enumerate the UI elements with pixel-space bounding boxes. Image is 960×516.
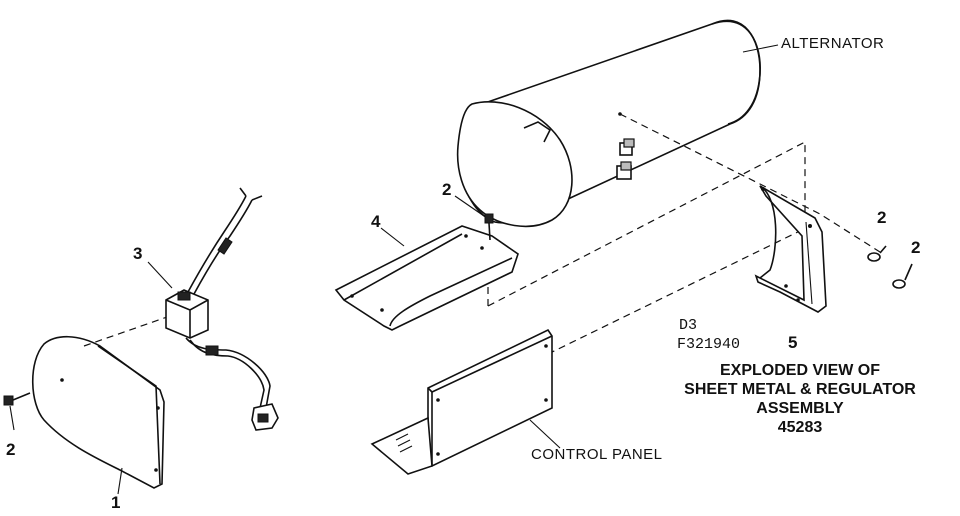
callout-5: 5	[788, 333, 798, 352]
title-line-1: EXPLODED VIEW OF	[719, 362, 880, 379]
title-line-4: 45283	[777, 419, 823, 436]
callout-3: 3	[133, 244, 143, 263]
regulator-3	[165, 187, 279, 431]
leader-1	[117, 467, 123, 495]
control-panel-label: CONTROL PANEL	[531, 446, 663, 463]
regulator-centerline	[83, 315, 171, 347]
alternator-label: ALTERNATOR	[781, 35, 885, 52]
bracket-5	[754, 185, 827, 313]
screw-top	[484, 213, 494, 241]
control-panel-drawing	[370, 328, 553, 475]
screw-right-a	[867, 245, 887, 262]
callout-1: 1	[111, 493, 121, 512]
callout-2-right-a: 2	[877, 208, 887, 227]
plate-4	[334, 225, 519, 331]
alternator-centerline	[619, 113, 881, 253]
leader-2-top	[454, 195, 485, 217]
callout-4: 4	[371, 212, 381, 231]
callout-2-right-b: 2	[911, 238, 921, 257]
alternator-leader	[742, 44, 779, 53]
title-line-3: ASSEMBLY	[756, 400, 844, 417]
leader-control-panel	[529, 419, 561, 449]
cover-plate-1	[31, 335, 165, 489]
phantom-outline	[487, 141, 807, 355]
screw-right-b	[892, 263, 913, 289]
drawing-code-d3: D3	[679, 317, 698, 334]
title-line-2: SHEET METAL & REGULATOR	[684, 381, 916, 398]
drawing-code-f: F321940	[677, 336, 741, 353]
leader-3	[147, 261, 173, 289]
screw-left	[3, 392, 31, 406]
callout-2-top: 2	[442, 180, 452, 199]
diagram-title: EXPLODED VIEW OF SHEET METAL & REGULATOR…	[640, 361, 960, 437]
leader-4	[380, 227, 405, 247]
leader-2-left	[9, 405, 15, 431]
alternator-cylinder	[456, 19, 761, 228]
callout-2-left: 2	[6, 440, 16, 459]
